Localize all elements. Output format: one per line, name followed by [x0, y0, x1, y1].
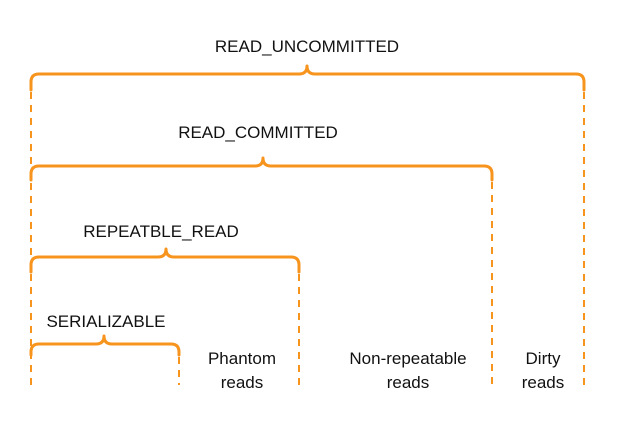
level-label-read-committed: READ_COMMITTED	[178, 123, 338, 142]
brace-serializable	[29, 334, 181, 385]
level-label-read-uncommitted: READ_UNCOMMITTED	[215, 37, 399, 56]
phenomenon-non-repeatable-reads-line2: reads	[387, 373, 430, 392]
phenomenon-phantom-reads-line1: Phantom	[208, 349, 276, 368]
brace-read-committed	[29, 156, 494, 385]
brace-repeatable-read	[29, 247, 301, 385]
phenomenon-phantom-reads-line2: reads	[221, 373, 264, 392]
phenomenon-non-repeatable-reads-line1: Non-repeatable	[349, 349, 466, 368]
phenomenon-dirty-reads-line2: reads	[522, 373, 565, 392]
phenomenon-dirty-reads-line1: Dirty	[526, 349, 561, 368]
brace-read-uncommitted	[29, 64, 586, 385]
level-label-repeatable-read: REPEATBLE_READ	[83, 222, 239, 241]
level-label-serializable: SERIALIZABLE	[46, 312, 165, 331]
